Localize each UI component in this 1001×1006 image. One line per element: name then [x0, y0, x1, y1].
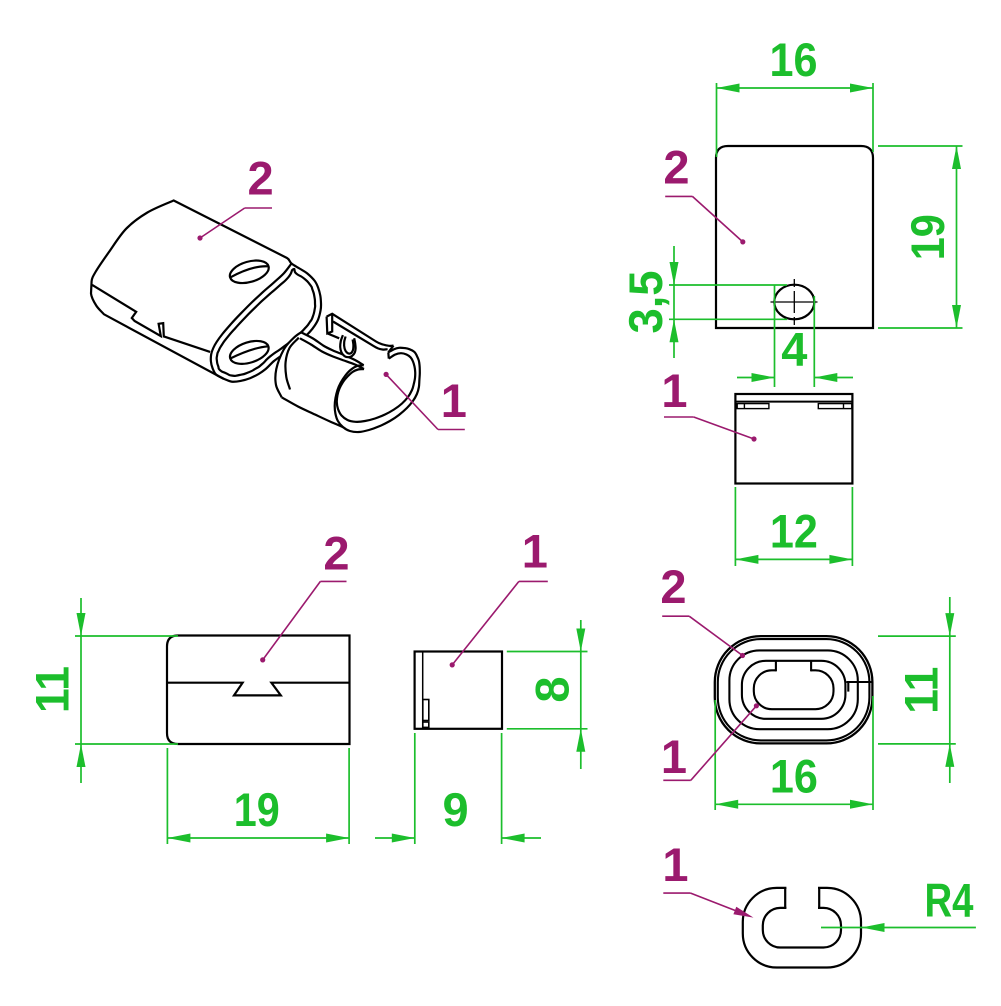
svg-text:11: 11	[894, 667, 947, 714]
svg-text:19: 19	[234, 783, 280, 836]
svg-text:2: 2	[323, 527, 349, 580]
svg-text:9: 9	[443, 783, 469, 836]
svg-text:4: 4	[781, 323, 807, 376]
svg-text:2: 2	[660, 560, 686, 613]
svg-text:12: 12	[770, 504, 818, 557]
svg-text:1: 1	[441, 374, 467, 427]
svg-text:1: 1	[661, 364, 687, 417]
svg-text:3,5: 3,5	[619, 271, 672, 334]
svg-text:1: 1	[662, 838, 688, 891]
svg-text:1: 1	[522, 524, 548, 577]
svg-text:19: 19	[901, 214, 954, 260]
svg-text:16: 16	[770, 749, 818, 802]
svg-text:2: 2	[248, 152, 274, 205]
svg-text:R4: R4	[925, 874, 974, 927]
svg-text:2: 2	[663, 140, 689, 193]
svg-text:1: 1	[661, 730, 687, 783]
svg-text:16: 16	[770, 33, 818, 86]
svg-text:11: 11	[26, 666, 79, 713]
svg-text:8: 8	[526, 676, 579, 702]
